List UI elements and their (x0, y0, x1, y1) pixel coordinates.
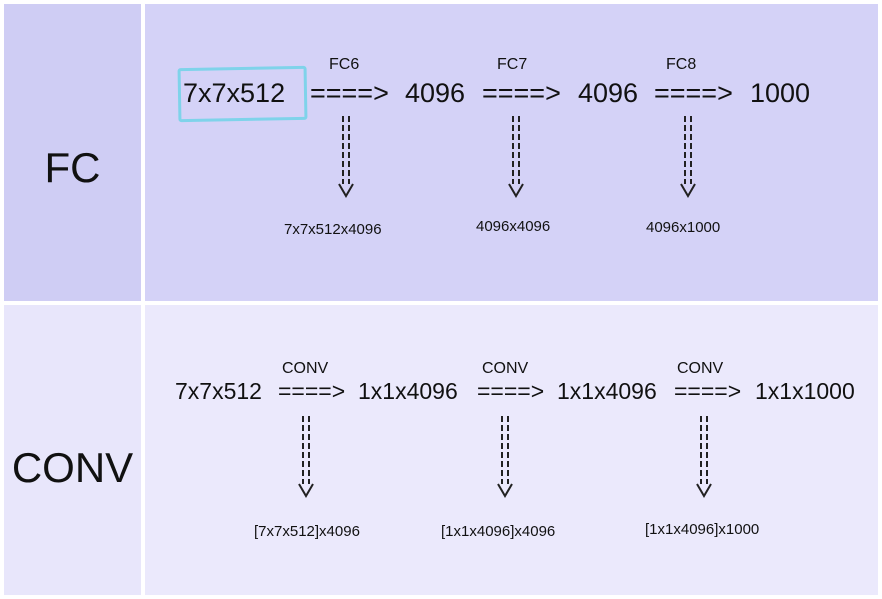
fc8-weight-shape: 4096x1000 (646, 219, 721, 236)
conv-diagram-cell (145, 305, 878, 595)
conv2-layer-label: CONV (482, 360, 529, 377)
conv2-arrow: ====> (477, 378, 545, 404)
conv2-down-arrow-icon (497, 416, 513, 498)
fc6-layer-label: FC6 (329, 56, 360, 73)
conv1-layer-label: CONV (282, 360, 329, 377)
fc6-weight-shape: 7x7x512x4096 (284, 221, 382, 238)
conv3-output: 1x1x1000 (755, 378, 855, 404)
conv3-down-arrow-icon (696, 416, 712, 498)
conv1-output: 1x1x4096 (358, 378, 458, 404)
fc7-output: 4096 (578, 78, 639, 108)
fc-label-cell (4, 4, 141, 301)
fc6-arrow: ====> (310, 78, 389, 108)
conv-row-label: CONV (11, 444, 134, 491)
fc6-down-arrow-icon (338, 116, 354, 198)
fc8-layer-label: FC8 (666, 56, 697, 73)
fc6-output: 4096 (405, 78, 466, 108)
conv1-weight-shape: [7x7x512]x4096 (254, 523, 360, 540)
conv3-arrow: ====> (674, 378, 742, 404)
conv-label-cell (4, 305, 141, 595)
fc-diagram-cell (145, 4, 878, 301)
conv3-layer-label: CONV (677, 360, 724, 377)
fc8-arrow: ====> (654, 78, 733, 108)
conv2-output: 1x1x4096 (557, 378, 657, 404)
fc7-layer-label: FC7 (497, 56, 528, 73)
conv-input-size: 7x7x512 (175, 378, 262, 404)
conv3-weight-shape: [1x1x4096]x1000 (645, 521, 760, 538)
fc7-down-arrow-icon (508, 116, 524, 198)
fc7-weight-shape: 4096x4096 (476, 218, 551, 235)
conv2-weight-shape: [1x1x4096]x4096 (441, 523, 556, 540)
fc-input-size: 7x7x512 (183, 78, 286, 108)
fc8-down-arrow-icon (680, 116, 696, 198)
fc8-output: 1000 (750, 78, 811, 108)
conv1-arrow: ====> (278, 378, 346, 404)
fc7-arrow: ====> (482, 78, 561, 108)
fc-row-label: FC (44, 144, 101, 191)
conv1-down-arrow-icon (298, 416, 314, 498)
